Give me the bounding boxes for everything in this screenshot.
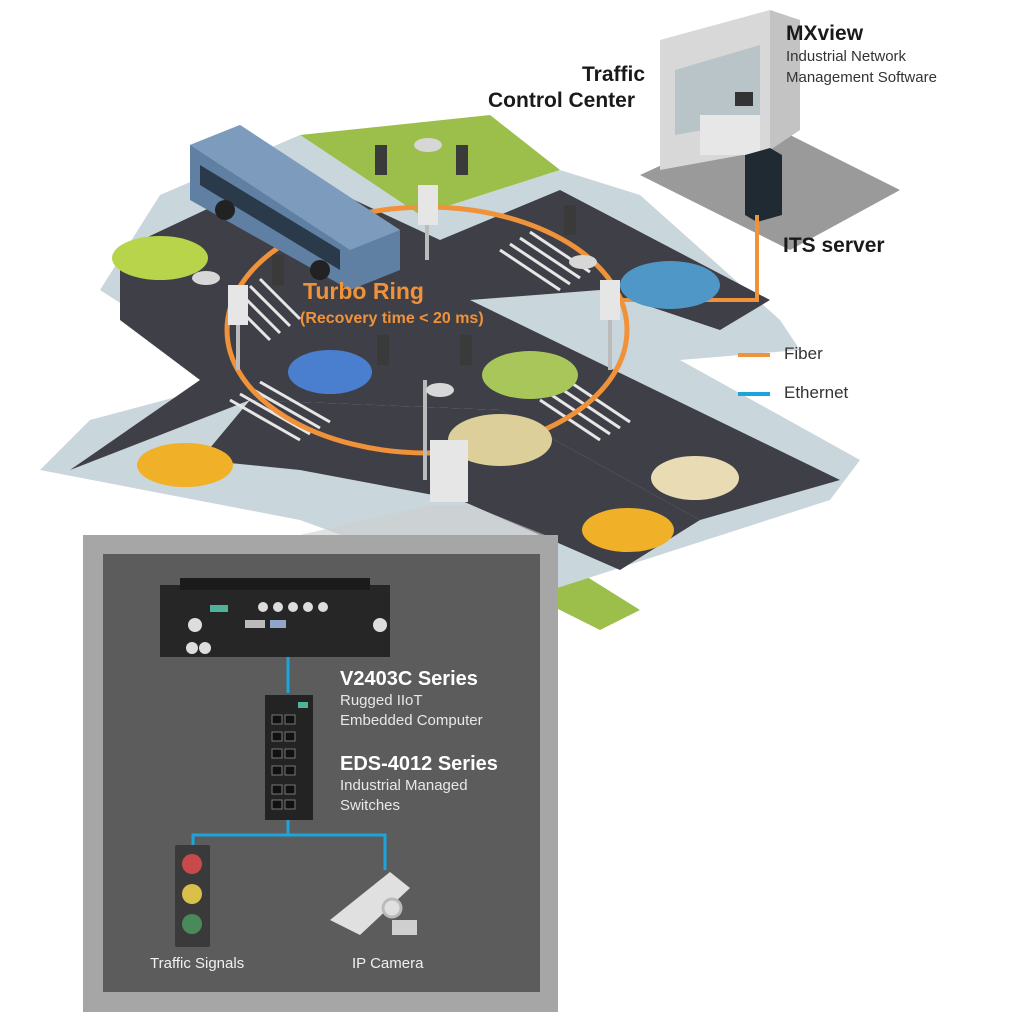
grass-block-north xyxy=(300,115,560,215)
traffic-control-center-label-2: Control Center xyxy=(488,89,635,112)
its-server-label: ITS server xyxy=(783,234,885,257)
car-icon xyxy=(112,236,739,552)
turbo-ring-title: Turbo Ring xyxy=(303,278,424,304)
bus-icon xyxy=(190,125,400,290)
traffic-light-icon xyxy=(456,145,468,175)
legend-fiber-label: Fiber xyxy=(784,344,823,363)
turbo-ring-subtitle: (Recovery time < 20 ms) xyxy=(300,310,484,327)
traffic-light-icon xyxy=(460,335,472,365)
ip-camera-icon xyxy=(330,872,417,935)
mxview-sub-2: Management Software xyxy=(786,69,937,86)
ip-camera-icon xyxy=(569,255,597,269)
legend-ethernet-label: Ethernet xyxy=(784,383,849,402)
eds4012-sub-1: Industrial Managed xyxy=(340,777,468,794)
ip-camera-icon xyxy=(192,271,220,285)
server-icon xyxy=(745,148,782,222)
v2403c-title: V2403C Series xyxy=(340,668,478,690)
mxview-title: MXview xyxy=(786,22,864,45)
v2403c-sub-1: Rugged IIoT xyxy=(340,692,423,709)
eds4012-sub-2: Switches xyxy=(340,797,401,814)
street-equipment xyxy=(192,138,620,502)
ethernet-link-3 xyxy=(288,833,387,870)
ip-camera-label: IP Camera xyxy=(352,955,424,972)
embedded-computer-icon xyxy=(160,578,390,657)
crosswalks xyxy=(228,230,631,442)
desk xyxy=(700,115,760,155)
managed-switch-icon xyxy=(265,695,313,820)
ip-camera-icon xyxy=(414,138,442,152)
monitor-icon xyxy=(735,92,753,106)
callout-wedge xyxy=(300,505,545,535)
v2403c-sub-2: Embedded Computer xyxy=(340,712,483,729)
traffic-signals-label: Traffic Signals xyxy=(150,955,245,972)
legend-fiber-swatch xyxy=(738,353,770,357)
control-center-building xyxy=(640,10,900,250)
traffic-light-icon xyxy=(375,145,387,175)
traffic-light-icon xyxy=(564,205,576,235)
ip-camera-icon xyxy=(426,383,454,397)
legend-ethernet-swatch xyxy=(738,392,770,396)
traffic-light-icon xyxy=(377,335,389,365)
traffic-control-center-label-1: Traffic xyxy=(582,63,646,86)
ethernet-link-2 xyxy=(191,820,290,845)
mxview-sub-1: Industrial Network xyxy=(786,48,907,65)
traffic-light-icon xyxy=(175,845,210,947)
eds4012-title: EDS-4012 Series xyxy=(340,753,498,775)
traffic-light-icon xyxy=(272,255,284,285)
